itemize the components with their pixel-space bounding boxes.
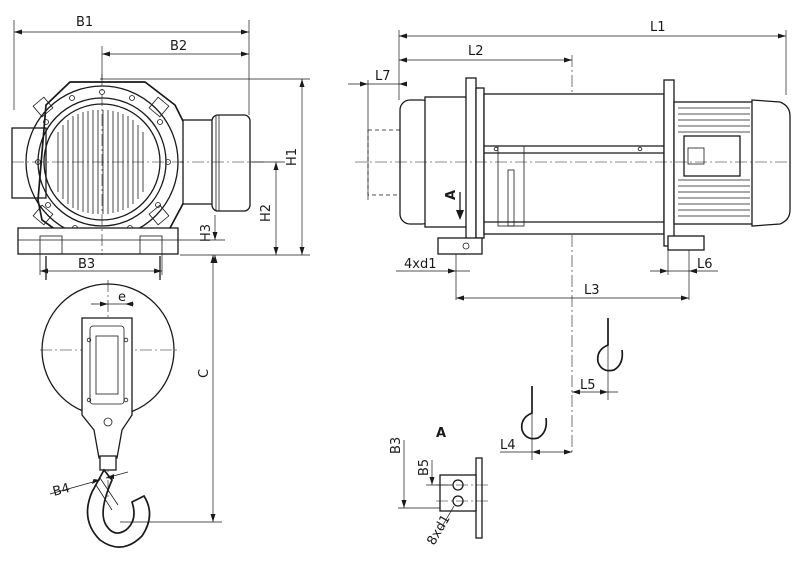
arrow-a-label: A [444, 190, 459, 200]
detail-a-title: A [436, 426, 446, 441]
front-view [11, 20, 310, 548]
dim-l2: L2 [468, 44, 484, 59]
dim-l1: L1 [650, 20, 666, 35]
dim-e: e [118, 290, 126, 305]
detail-a-view [398, 440, 490, 539]
side-view [348, 30, 791, 460]
dim-l5: L5 [580, 378, 596, 393]
dim-b3: B3 [78, 257, 95, 272]
dim-h2: H2 [259, 204, 274, 222]
dim-b5: B5 [417, 459, 432, 476]
dim-l3: L3 [584, 283, 600, 298]
dim-h1: H1 [285, 148, 300, 166]
dim-b3-detail: B3 [389, 437, 404, 454]
dim-4xd1: 4xd1 [404, 257, 437, 272]
dim-l6: L6 [697, 257, 713, 272]
dim-l4: L4 [500, 438, 516, 453]
dim-l7: L7 [375, 69, 391, 84]
dim-h3: H3 [199, 224, 214, 242]
dim-b1: B1 [76, 15, 93, 30]
dim-8xd1: 8xd1 [424, 512, 453, 548]
dim-b2: B2 [170, 39, 187, 54]
dim-c: C [197, 369, 212, 378]
dim-b4: B4 [51, 481, 71, 500]
